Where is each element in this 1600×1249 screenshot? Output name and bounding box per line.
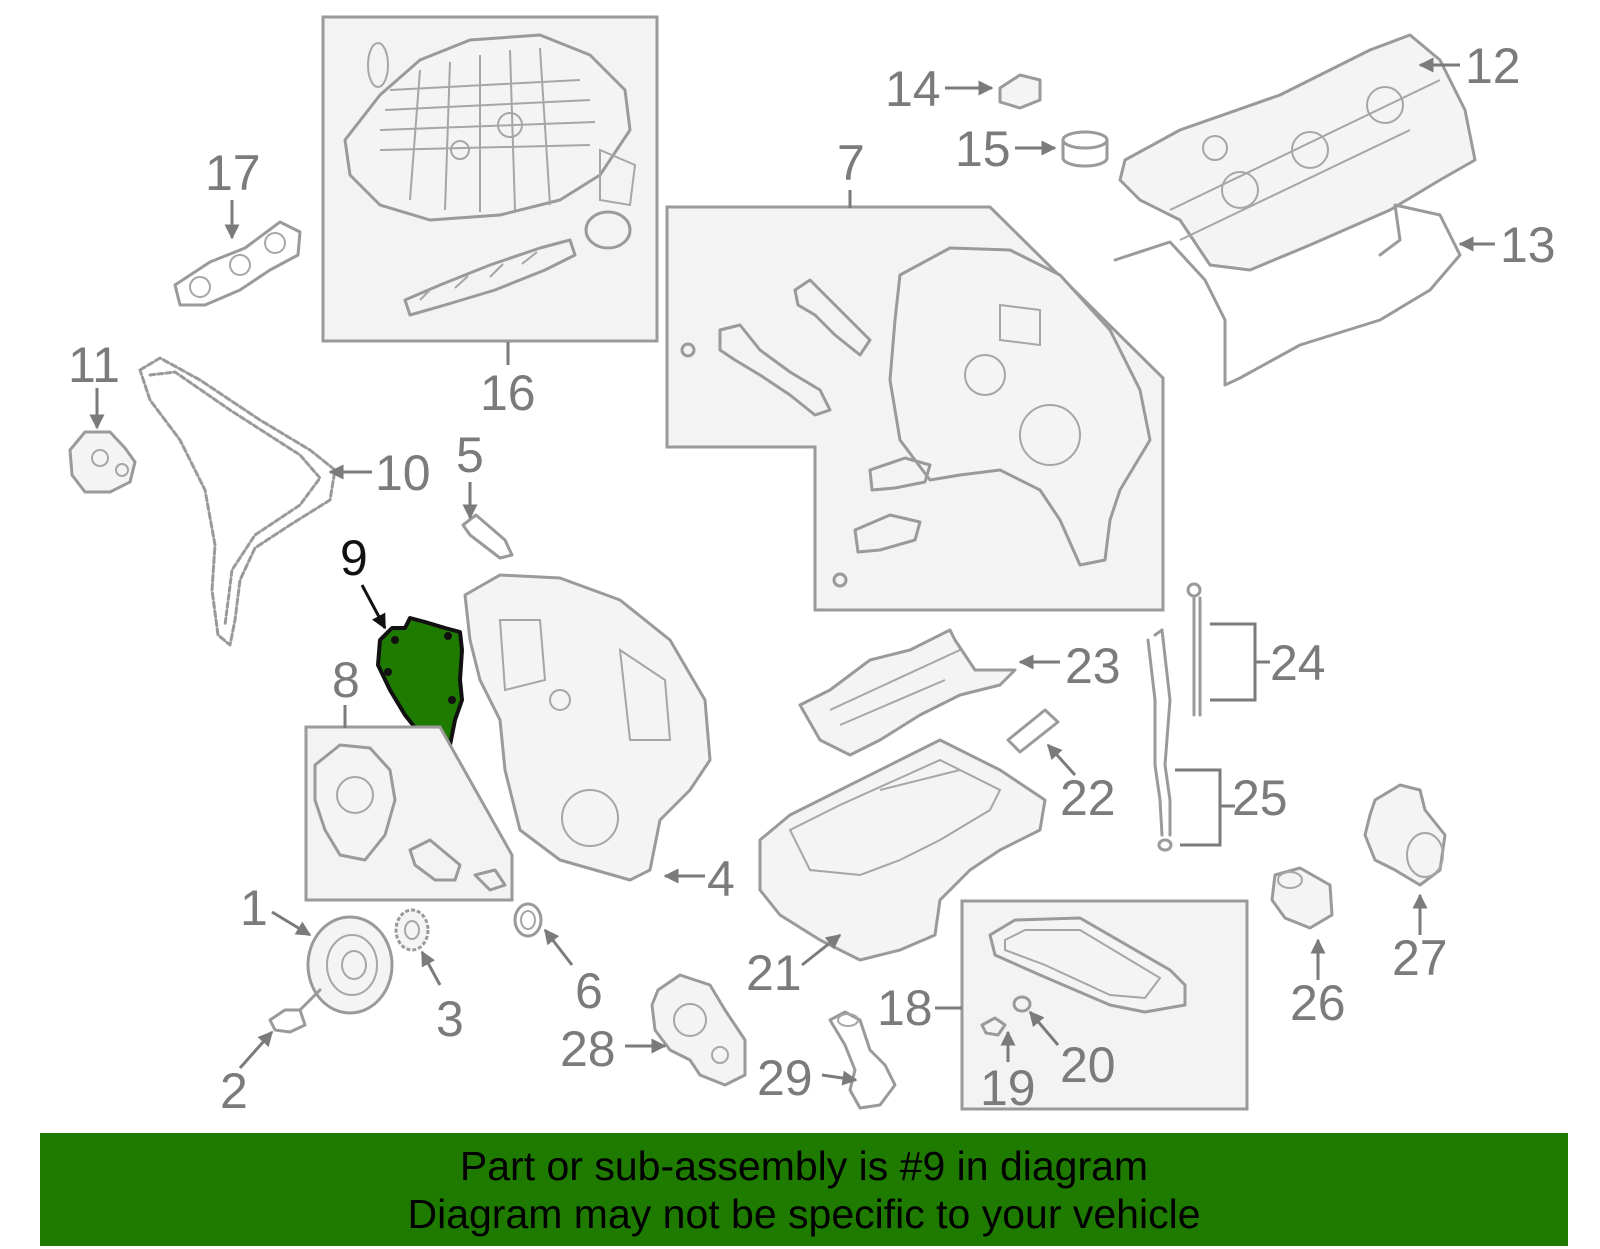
dipstick-tube-25 xyxy=(1146,628,1173,852)
callout-9: 9 xyxy=(340,530,368,586)
valve-cover-gasket-13 xyxy=(1113,203,1462,387)
chain-tensioner-11 xyxy=(68,430,137,494)
intake-manifold-group xyxy=(321,15,659,343)
part-5-seal xyxy=(461,513,514,560)
timing-cover-4 xyxy=(463,573,712,882)
banner-line-disclaimer: Diagram may not be specific to your vehi… xyxy=(407,1190,1201,1237)
callout-8: 8 xyxy=(332,652,360,708)
callout-2: 2 xyxy=(220,1063,248,1119)
oil-filler-cap-14 xyxy=(998,73,1042,110)
intake-gasket-17 xyxy=(173,220,302,307)
lower-oil-pan-group-18 xyxy=(960,899,1249,1111)
callout-28: 28 xyxy=(560,1021,616,1077)
callout-21: 21 xyxy=(746,945,802,1001)
timing-chain-10 xyxy=(138,356,337,647)
callout-13: 13 xyxy=(1500,217,1556,273)
callout-18: 18 xyxy=(877,980,933,1036)
seal-15 xyxy=(1061,130,1109,168)
callout-27: 27 xyxy=(1392,930,1448,986)
callout-29: 29 xyxy=(757,1050,813,1106)
oil-pan-21 xyxy=(758,738,1047,962)
callout-20: 20 xyxy=(1060,1037,1116,1093)
callout-25: 25 xyxy=(1232,770,1288,826)
part-22-sealant xyxy=(1006,708,1060,754)
callout-15: 15 xyxy=(955,121,1011,177)
crank-bolt-2 xyxy=(268,988,322,1034)
callout-22: 22 xyxy=(1060,770,1116,826)
oil-strainer-29 xyxy=(828,1010,897,1110)
valve-cover-12 xyxy=(1118,33,1477,272)
front-cover-group-7 xyxy=(665,205,1165,612)
callout-23: 23 xyxy=(1065,638,1121,694)
callout-24: 24 xyxy=(1270,635,1326,691)
info-banner: Part or sub-assembly is #9 in diagram Di… xyxy=(40,1133,1568,1246)
callout-26: 26 xyxy=(1290,975,1346,1031)
water-pump-group-8 xyxy=(304,725,514,902)
oil-filter-26 xyxy=(1270,866,1334,930)
callout-19: 19 xyxy=(980,1060,1036,1116)
banner-line-part: Part or sub-assembly is #9 in diagram xyxy=(459,1142,1149,1189)
callout-1: 1 xyxy=(240,880,268,936)
callout-10: 10 xyxy=(375,445,431,501)
oil-baffle-23 xyxy=(798,628,1017,757)
callout-11: 11 xyxy=(68,337,120,393)
callout-5: 5 xyxy=(456,427,484,483)
callout-6: 6 xyxy=(575,963,603,1019)
crank-pulley-1 xyxy=(306,915,394,1015)
callout-14: 14 xyxy=(885,61,941,117)
callout-17: 17 xyxy=(205,145,261,201)
callout-3: 3 xyxy=(436,991,464,1047)
oil-pump-28 xyxy=(650,973,747,1087)
oil-filter-bracket-27 xyxy=(1363,783,1447,887)
callout-16: 16 xyxy=(480,365,536,421)
callout-4: 4 xyxy=(707,851,735,907)
callout-12: 12 xyxy=(1465,38,1521,94)
dipstick-24 xyxy=(1186,582,1202,717)
front-seal-6 xyxy=(513,902,543,938)
crank-sprocket-3 xyxy=(394,908,430,952)
callout-7: 7 xyxy=(837,135,865,191)
